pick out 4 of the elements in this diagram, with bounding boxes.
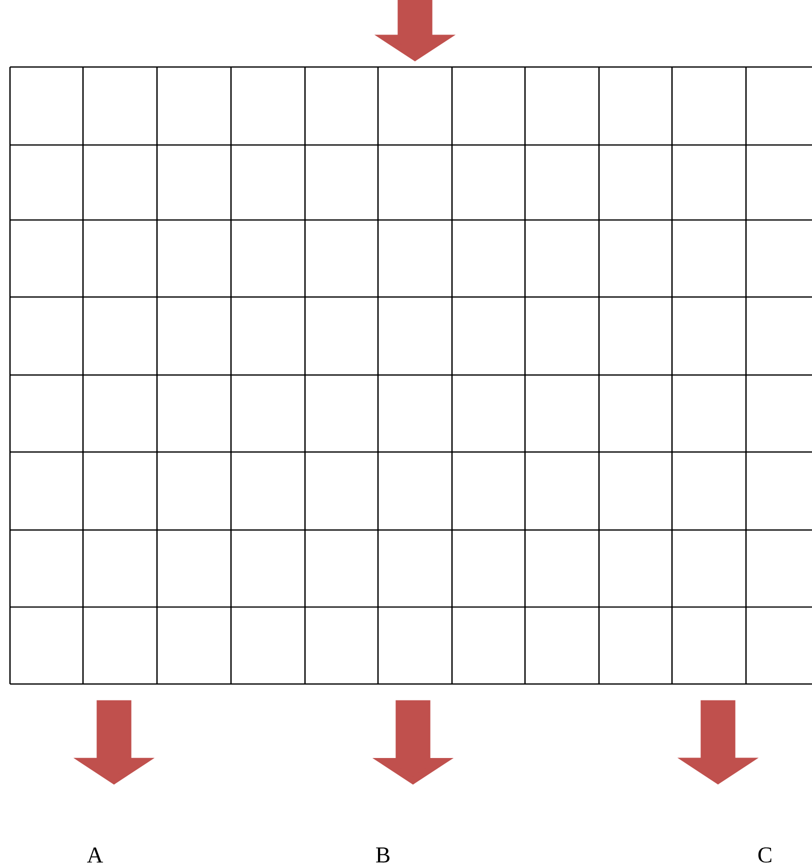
grid bbox=[9, 66, 812, 685]
letter-label: A bbox=[87, 848, 104, 862]
letter-label: B bbox=[376, 848, 390, 862]
letter-label: C bbox=[758, 847, 772, 863]
